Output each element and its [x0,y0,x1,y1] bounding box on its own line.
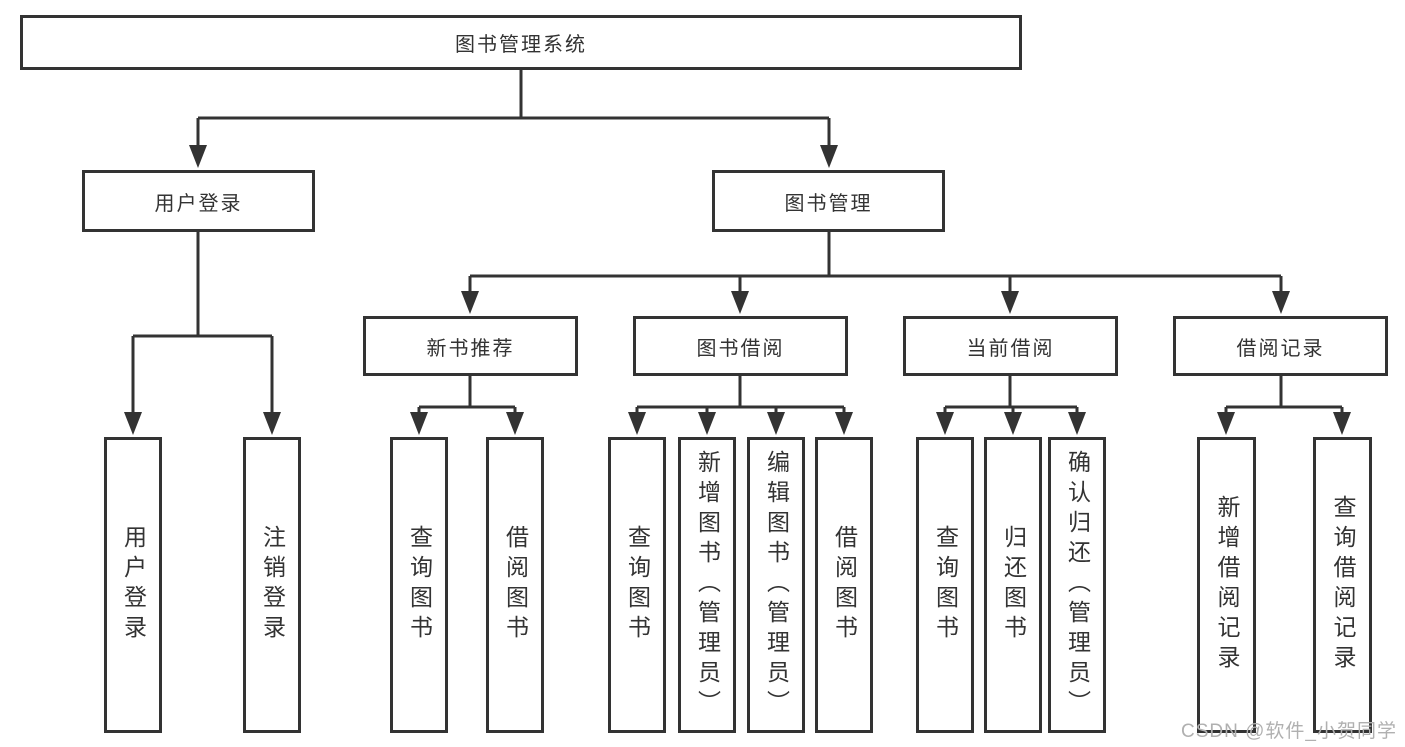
leaf-return-book-label: 归还图书 [1000,525,1027,645]
arrow-down-icon [1068,412,1086,435]
node-new-book-recommend: 新书推荐 [363,316,578,376]
leaf-query-borrow-record-label: 查询借阅记录 [1330,495,1356,675]
leaf-add-book-admin-label: 新增图书（管理员） [694,450,721,720]
node-user-login-label: 用户登录 [154,192,243,215]
arrow-down-icon [820,145,838,168]
arrow-down-icon [835,412,853,435]
arrow-down-icon [1272,291,1290,314]
arrow-down-icon [628,412,646,435]
node-book-borrowing-label: 图书借阅 [696,337,785,360]
arrow-down-icon [410,412,428,435]
connector-lines [131,70,1344,413]
node-book-management: 图书管理 [712,170,945,232]
node-root: 图书管理系统 [20,15,1022,70]
leaf-query-books-recommend-label: 查询图书 [406,525,433,645]
leaf-edit-book-admin-label: 编辑图书（管理员） [763,450,790,720]
arrow-down-icon [731,291,749,314]
leaf-query-books-current: 查询图书 [916,437,974,733]
node-book-management-label: 图书管理 [784,192,873,215]
leaf-logout: 注销登录 [243,437,301,733]
arrow-down-icon [1217,412,1235,435]
leaf-user-login: 用户登录 [104,437,162,733]
leaf-borrow-books-recommend: 借阅图书 [486,437,544,733]
arrow-down-icon [189,145,207,168]
arrow-down-icon [506,412,524,435]
leaf-query-books-current-label: 查询图书 [932,525,959,645]
arrow-down-icon [767,412,785,435]
node-current-borrowing-label: 当前借阅 [966,337,1055,360]
leaf-borrow-books-recommend-label: 借阅图书 [502,525,529,645]
arrow-down-icon [1333,412,1351,435]
arrow-down-icon [1004,412,1022,435]
leaf-return-book: 归还图书 [984,437,1042,733]
arrow-down-icon [936,412,954,435]
arrow-down-icon [263,412,281,435]
node-root-label: 图书管理系统 [455,34,587,56]
leaf-query-books-borrow: 查询图书 [608,437,666,733]
leaf-user-login-label: 用户登录 [120,525,147,645]
leaf-logout-label: 注销登录 [259,525,286,645]
leaf-borrow-books: 借阅图书 [815,437,873,733]
leaf-edit-book-admin: 编辑图书（管理员） [747,437,805,733]
node-book-borrowing: 图书借阅 [633,316,848,376]
leaf-query-books-borrow-label: 查询图书 [624,525,651,645]
leaf-query-borrow-record: 查询借阅记录 [1313,437,1372,733]
arrow-down-icon [1001,291,1019,314]
arrowheads [124,145,1351,435]
leaf-add-book-admin: 新增图书（管理员） [678,437,736,733]
arrow-down-icon [461,291,479,314]
leaf-query-books-recommend: 查询图书 [390,437,448,733]
leaf-add-borrow-record: 新增借阅记录 [1197,437,1256,733]
node-borrowing-records: 借阅记录 [1173,316,1388,376]
node-current-borrowing: 当前借阅 [903,316,1118,376]
leaf-borrow-books-label: 借阅图书 [831,525,858,645]
leaf-confirm-return-admin-label: 确认归还（管理员） [1064,450,1091,720]
arrow-down-icon [698,412,716,435]
arrow-down-icon [124,412,142,435]
leaf-confirm-return-admin: 确认归还（管理员） [1048,437,1106,733]
leaf-add-borrow-record-label: 新增借阅记录 [1214,495,1240,675]
node-new-book-recommend-label: 新书推荐 [426,337,515,360]
csdn-watermark: CSDN @软件_小贺同学 [1181,721,1397,742]
node-borrowing-records-label: 借阅记录 [1236,337,1325,360]
node-user-login: 用户登录 [82,170,315,232]
